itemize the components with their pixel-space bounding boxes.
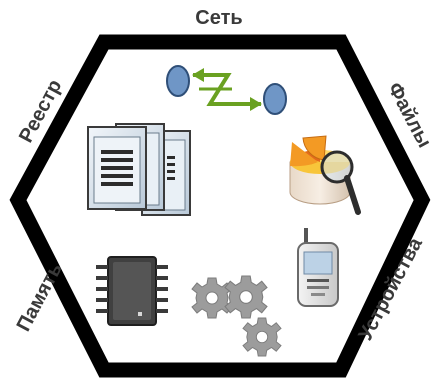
gears-icon <box>191 275 282 357</box>
mobile-phone-icon <box>297 228 339 307</box>
label-network: Сеть <box>195 7 242 29</box>
memory-chip-icon <box>96 256 168 326</box>
label-memory: Память <box>13 259 67 335</box>
file-analysis-icon <box>289 135 361 215</box>
registry-windows-icon <box>87 123 191 216</box>
hexagon-frame <box>9 34 431 378</box>
network-icon <box>166 65 287 115</box>
